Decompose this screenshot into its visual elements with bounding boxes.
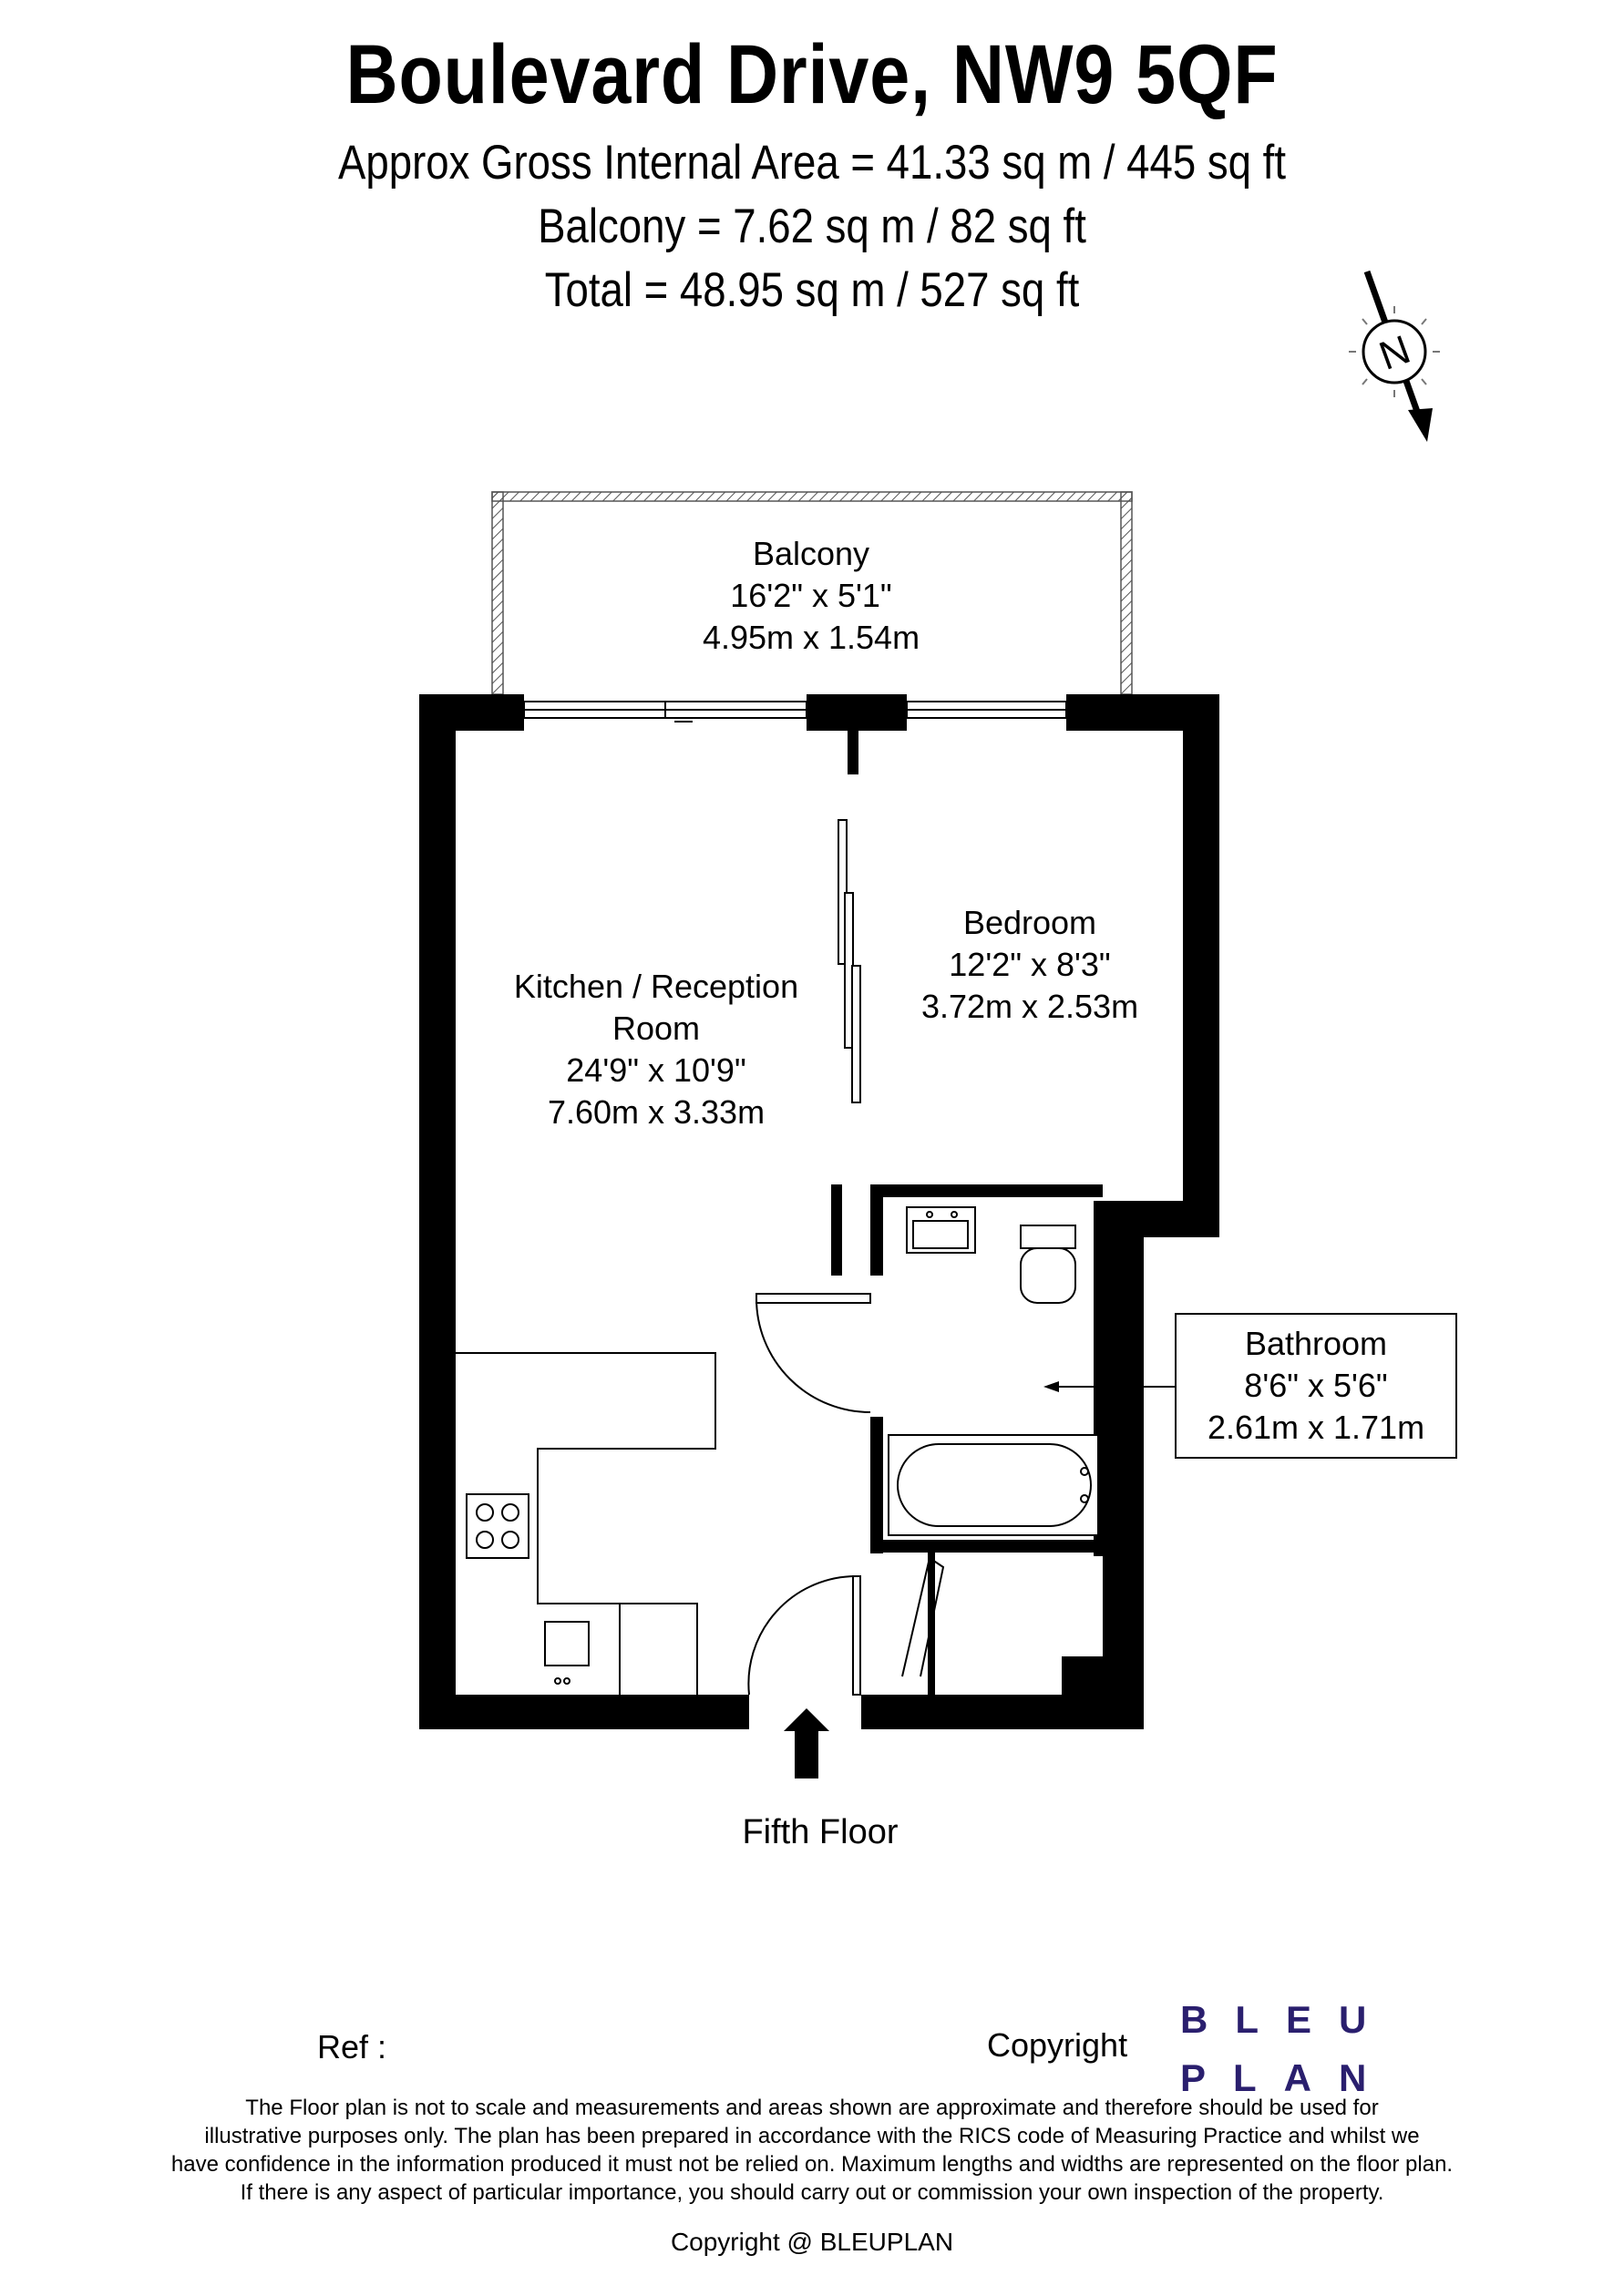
kitchen-name-line2: Room [612,1010,701,1047]
kitchen-label: Kitchen / Reception Room 24'9" x 10'9" 7… [474,966,838,1133]
bedroom-metric: 3.72m x 2.53m [920,988,1139,1025]
kitchen-imperial: 24'9" x 10'9" [566,1051,746,1089]
footer-copyright: Copyright @ BLEUPLAN [670,2228,954,2256]
kitchen-worktop [456,1352,716,1695]
balcony-imperial: 16'2" x 5'1" [730,577,892,614]
wardrobe-doors [838,819,861,1103]
basin-icon [906,1206,976,1254]
bathroom-imperial: 8'6" x 5'6" [1244,1367,1388,1404]
total-area-line: Total = 48.95 sq m / 527 sq ft [544,263,1080,317]
disclaimer-line: have confidence in the information produ… [170,2152,1454,2177]
kitchen-name-line1: Kitchen / Reception [513,968,799,1005]
bedroom-window [906,701,1067,719]
disclaimer: The Floor plan is not to scale and measu… [118,2094,1506,2207]
cupboard-wall [928,1553,935,1695]
copyright-label: Copyright [987,2026,1128,2064]
bathroom-metric: 2.61m x 1.71m [1207,1409,1425,1446]
floor-label: Fifth Floor [742,1813,899,1851]
kitchen-metric: 7.60m x 3.33m [547,1093,766,1131]
property-title: Boulevard Drive, NW9 5QF [345,28,1279,121]
entrance-arrow-icon [784,1708,829,1778]
bathroom-door [755,1293,871,1413]
north-arrow-icon: N [1349,270,1440,442]
bathroom-label: Bathroom 8'6" x 5'6" 2.61m x 1.71m [1176,1323,1456,1449]
hob-icon [466,1493,529,1559]
bathroom-callout [1043,1313,1457,1459]
internal-walls [831,731,1105,1556]
sink-icon [544,1621,590,1685]
logo-line1: BLEU [1180,1998,1394,2041]
ref-label: Ref : [317,2028,387,2065]
logo-line2: PLAN [1180,2056,1394,2099]
bathtub-icon [888,1434,1099,1536]
balcony-label: Balcony 16'2" x 5'1" 4.95m x 1.54m [620,533,1002,659]
disclaimer-line: If there is any aspect of particular imp… [240,2180,1384,2205]
entrance-door [747,1574,861,1696]
balcony-area-line: Balcony = 7.62 sq m / 82 sq ft [538,200,1086,253]
disclaimer-line: The Floor plan is not to scale and measu… [245,2096,1379,2120]
balcony-name: Balcony [752,535,870,572]
exterior-walls [419,694,1219,1729]
bleuplan-logo: BLEU PLAN [1180,1991,1394,2107]
disclaimer-line: illustrative purposes only. The plan has… [204,2124,1420,2148]
sliding-door [523,701,807,723]
gross-area-line: Approx Gross Internal Area = 41.33 sq m … [337,136,1287,190]
bedroom-label: Bedroom 12'2" x 8'3" 3.72m x 2.53m [848,902,1212,1028]
bedroom-name: Bedroom [962,904,1097,941]
balcony-metric: 4.95m x 1.54m [702,619,920,656]
bathroom-name: Bathroom [1244,1325,1388,1362]
cupboard-door [901,1557,945,1677]
toilet-icon [1020,1225,1076,1304]
bedroom-imperial: 12'2" x 8'3" [949,946,1111,983]
